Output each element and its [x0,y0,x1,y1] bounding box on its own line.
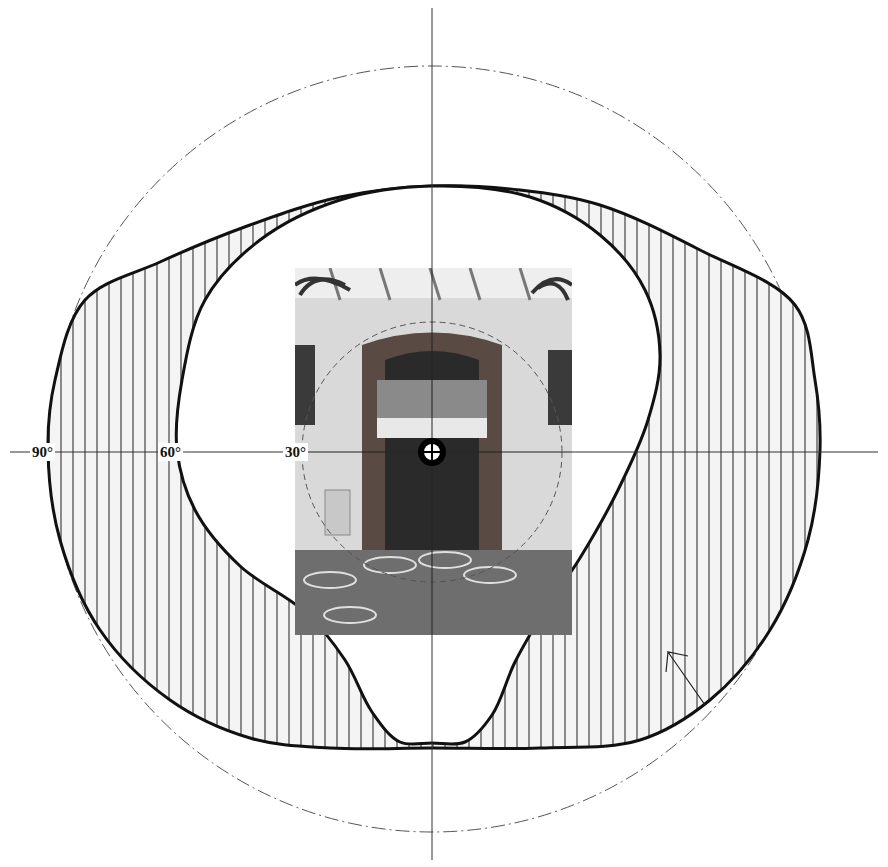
pointer-mark [666,652,705,705]
inner-field-boundary [176,186,660,744]
outer-field-boundary [48,186,820,749]
vertical-axis [432,8,433,860]
degree-label: 90° [30,443,55,461]
degree-label: 60° [158,443,183,461]
atrium-photo [295,268,572,635]
degree-label: 30° [283,443,308,461]
fixation-target [418,438,446,466]
